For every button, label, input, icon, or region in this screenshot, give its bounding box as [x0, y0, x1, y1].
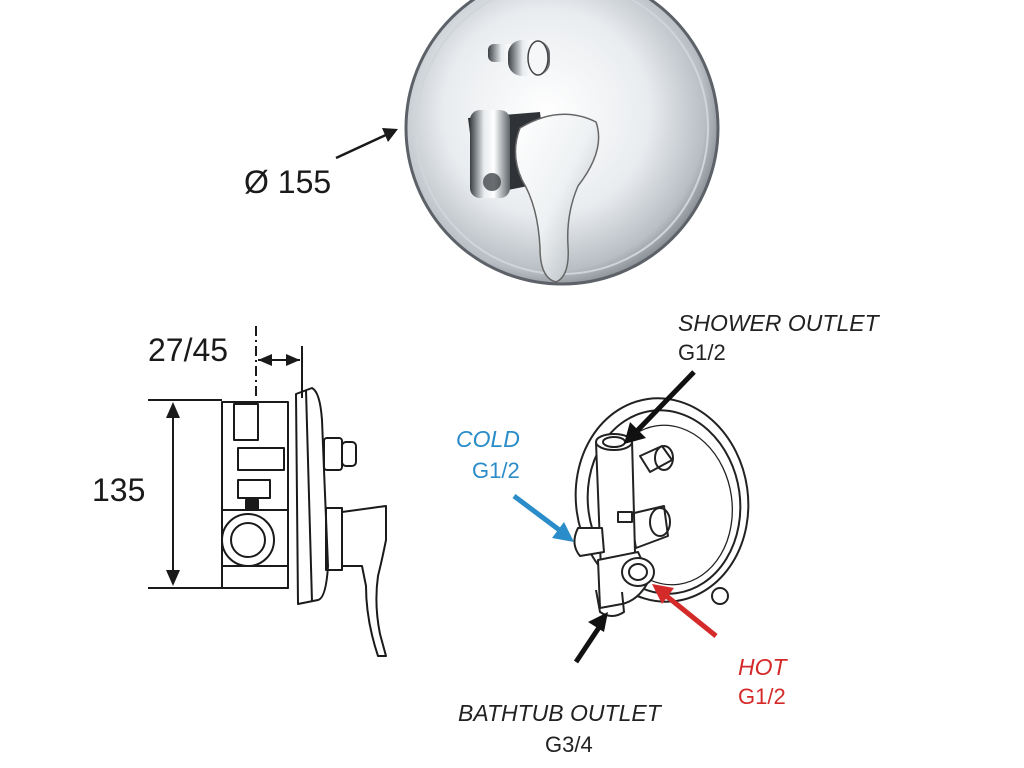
- cold-inlet-spec: G1/2: [472, 458, 520, 483]
- hot-inlet-arrow: [652, 584, 718, 638]
- height-label: 135: [92, 472, 146, 508]
- diameter-label: Ø 155: [244, 164, 332, 200]
- diameter-arrow: [335, 128, 398, 160]
- shower-outlet-spec: G1/2: [678, 340, 726, 365]
- side-lever-profile: [325, 505, 387, 657]
- cold-inlet-arrow: [512, 494, 574, 542]
- bathtub-outlet-arrow: [573, 612, 608, 664]
- shower-outlet-arrow: [624, 370, 696, 444]
- hot-inlet-spec: G1/2: [738, 684, 786, 709]
- shower-outlet-label: SHOWER OUTLET: [678, 310, 879, 336]
- bathtub-outlet-label: BATHTUB OUTLET: [458, 700, 661, 726]
- diverter-knob: [488, 40, 550, 76]
- side-knob-profile: [323, 437, 357, 471]
- lever-handle: [514, 113, 600, 283]
- cold-inlet-label: COLD: [456, 426, 520, 452]
- bathtub-outlet-spec: G3/4: [545, 732, 593, 757]
- valve-body: [221, 401, 289, 589]
- depth-dimension-line: [255, 326, 303, 400]
- body-valve: [573, 433, 655, 617]
- hot-inlet-label: HOT: [738, 654, 787, 680]
- depth-label: 27/45: [148, 332, 229, 368]
- height-dimension-line: [148, 399, 222, 589]
